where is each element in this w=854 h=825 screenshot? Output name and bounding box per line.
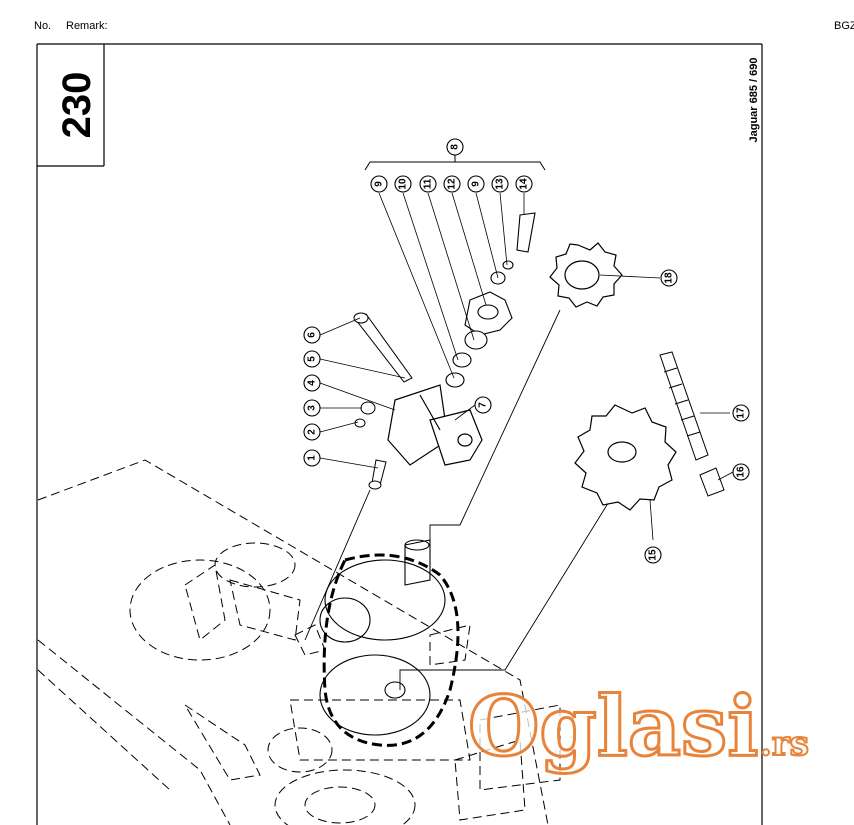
svg-text:13: 13 [495, 178, 506, 190]
watermark-logo: Oglasi .rs [467, 678, 810, 777]
callout-9b: 9 [467, 175, 485, 193]
svg-text:10: 10 [398, 178, 409, 190]
page-number: 230 [55, 72, 99, 139]
callout-7: 7 [474, 396, 492, 414]
svg-text:7: 7 [478, 402, 489, 408]
bolt-1 [368, 459, 387, 490]
svg-text:.rs: .rs [760, 724, 809, 764]
callout-5: 5 [303, 350, 321, 368]
callout-8: 8 [446, 138, 464, 156]
callout-17: 17 [732, 404, 750, 422]
callout-6: 6 [303, 326, 321, 344]
header-remark-label: Remark: [66, 20, 108, 32]
callout-18: 18 [660, 269, 678, 287]
svg-text:2: 2 [307, 429, 318, 435]
svg-text:8: 8 [450, 144, 461, 150]
sprocket-18 [549, 242, 623, 308]
svg-text:4: 4 [307, 380, 318, 386]
callout-15: 15 [644, 546, 662, 564]
connecting-link-16 [699, 467, 725, 497]
group-8-bracket [364, 155, 546, 171]
callout-leader-lines [319, 192, 734, 541]
callout-3: 3 [303, 399, 321, 417]
callout-2: 2 [303, 423, 321, 441]
svg-text:14: 14 [519, 178, 530, 190]
nut-and-washer [354, 401, 376, 428]
assembly-leader-lines [304, 309, 611, 690]
svg-text:18: 18 [664, 272, 675, 284]
svg-text:6: 6 [307, 332, 318, 338]
gearbox-body [319, 539, 446, 736]
bolt-6 [353, 312, 413, 383]
svg-text:1: 1 [307, 455, 318, 461]
model-label: Jaguar 685 / 690 [748, 57, 760, 142]
callout-9: 9 [370, 175, 388, 193]
svg-text:Oglasi: Oglasi [468, 679, 758, 775]
sprocket-15 [574, 404, 677, 511]
callout-14: 14 [515, 175, 533, 193]
svg-text:5: 5 [307, 356, 318, 362]
gearbox-chain-outline [322, 553, 460, 747]
callout-4: 4 [303, 374, 321, 392]
svg-text:9: 9 [471, 181, 482, 187]
svg-text:9: 9 [374, 181, 385, 187]
callout-12: 12 [443, 175, 461, 193]
tensioner-bracket [387, 384, 483, 466]
chain-17 [659, 351, 709, 461]
callout-16: 16 [732, 463, 750, 481]
svg-text:11: 11 [423, 178, 434, 189]
callout-10: 10 [394, 175, 412, 193]
svg-text:16: 16 [736, 466, 747, 478]
callout-13: 13 [491, 175, 509, 193]
idler-sprocket-assembly [445, 212, 536, 388]
svg-text:17: 17 [736, 407, 747, 419]
page-frame [36, 43, 763, 825]
header-no-label: No. [34, 20, 52, 32]
callout-11: 11 [419, 175, 437, 193]
callout-1: 1 [303, 449, 321, 467]
header-code-label: BGZ [834, 20, 854, 32]
svg-text:12: 12 [447, 178, 458, 190]
svg-text:15: 15 [648, 549, 659, 561]
svg-text:3: 3 [307, 405, 318, 411]
